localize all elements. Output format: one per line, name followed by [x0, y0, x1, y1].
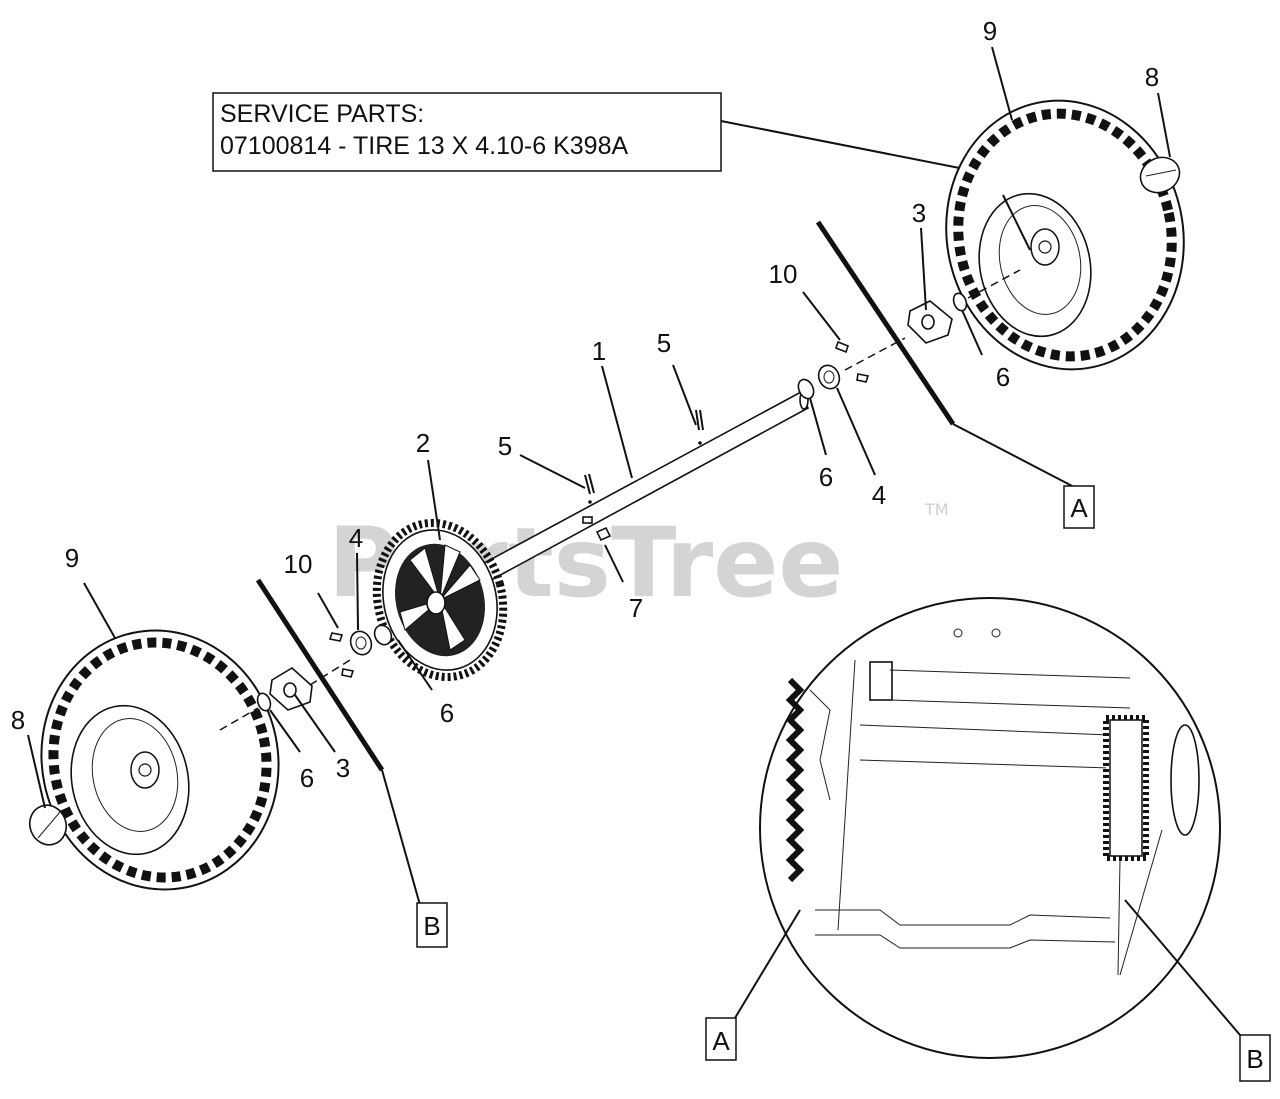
callout-8-left: 8	[11, 705, 25, 735]
right-wheel	[945, 99, 1185, 371]
callout-9-left: 9	[65, 543, 79, 573]
service-leader	[720, 120, 996, 176]
callout-6-right-outer: 6	[996, 362, 1010, 392]
right-screw	[835, 340, 849, 354]
pin-lower	[584, 473, 595, 495]
right-hubcap	[1139, 156, 1181, 194]
callout-10-right: 10	[769, 259, 798, 289]
service-parts-box: SERVICE PARTS: 07100814 - TIRE 13 X 4.10…	[212, 92, 722, 172]
left-washer-inner	[373, 624, 393, 646]
callout-1: 1	[592, 336, 606, 366]
watermark-tm: TM	[924, 500, 949, 519]
left-screw	[328, 632, 344, 642]
ref-b-detail: B	[1246, 1044, 1263, 1074]
cut-line-a	[815, 220, 956, 426]
right-screw-lower	[856, 373, 870, 383]
service-parts-heading: SERVICE PARTS:	[220, 100, 424, 128]
callout-5-upper: 5	[657, 328, 671, 358]
callout-10-left: 10	[284, 549, 313, 579]
callout-2: 2	[416, 428, 430, 458]
callout-6-left-outer: 6	[300, 763, 314, 793]
callout-6-right-inner: 6	[819, 462, 833, 492]
ref-a-top: A	[1070, 493, 1088, 523]
callout-8-right: 8	[1145, 62, 1159, 92]
left-bearing	[349, 630, 373, 656]
callout-4-left: 4	[349, 523, 363, 553]
callout-3-left: 3	[336, 753, 350, 783]
ref-a-detail: A	[712, 1026, 730, 1056]
right-bearing	[817, 364, 841, 390]
left-wheel	[40, 629, 280, 891]
callout-4-right: 4	[872, 480, 886, 510]
callout-3-right: 3	[912, 198, 926, 228]
service-parts-tire: 07100814 - TIRE 13 X 4.10-6 K398A	[220, 132, 628, 160]
left-washer-outer	[256, 692, 272, 712]
pin-upper	[695, 409, 704, 431]
callout-7: 7	[629, 593, 643, 623]
key	[595, 526, 612, 542]
gear	[372, 518, 508, 682]
callout-5-lower: 5	[498, 431, 512, 461]
callout-9-right: 9	[983, 16, 997, 46]
left-screw-lower	[341, 668, 355, 678]
ref-b-left: B	[423, 911, 440, 941]
detail-view	[759, 597, 1221, 1059]
cut-line-b	[255, 578, 385, 772]
callout-6-left-gear: 6	[440, 698, 454, 728]
